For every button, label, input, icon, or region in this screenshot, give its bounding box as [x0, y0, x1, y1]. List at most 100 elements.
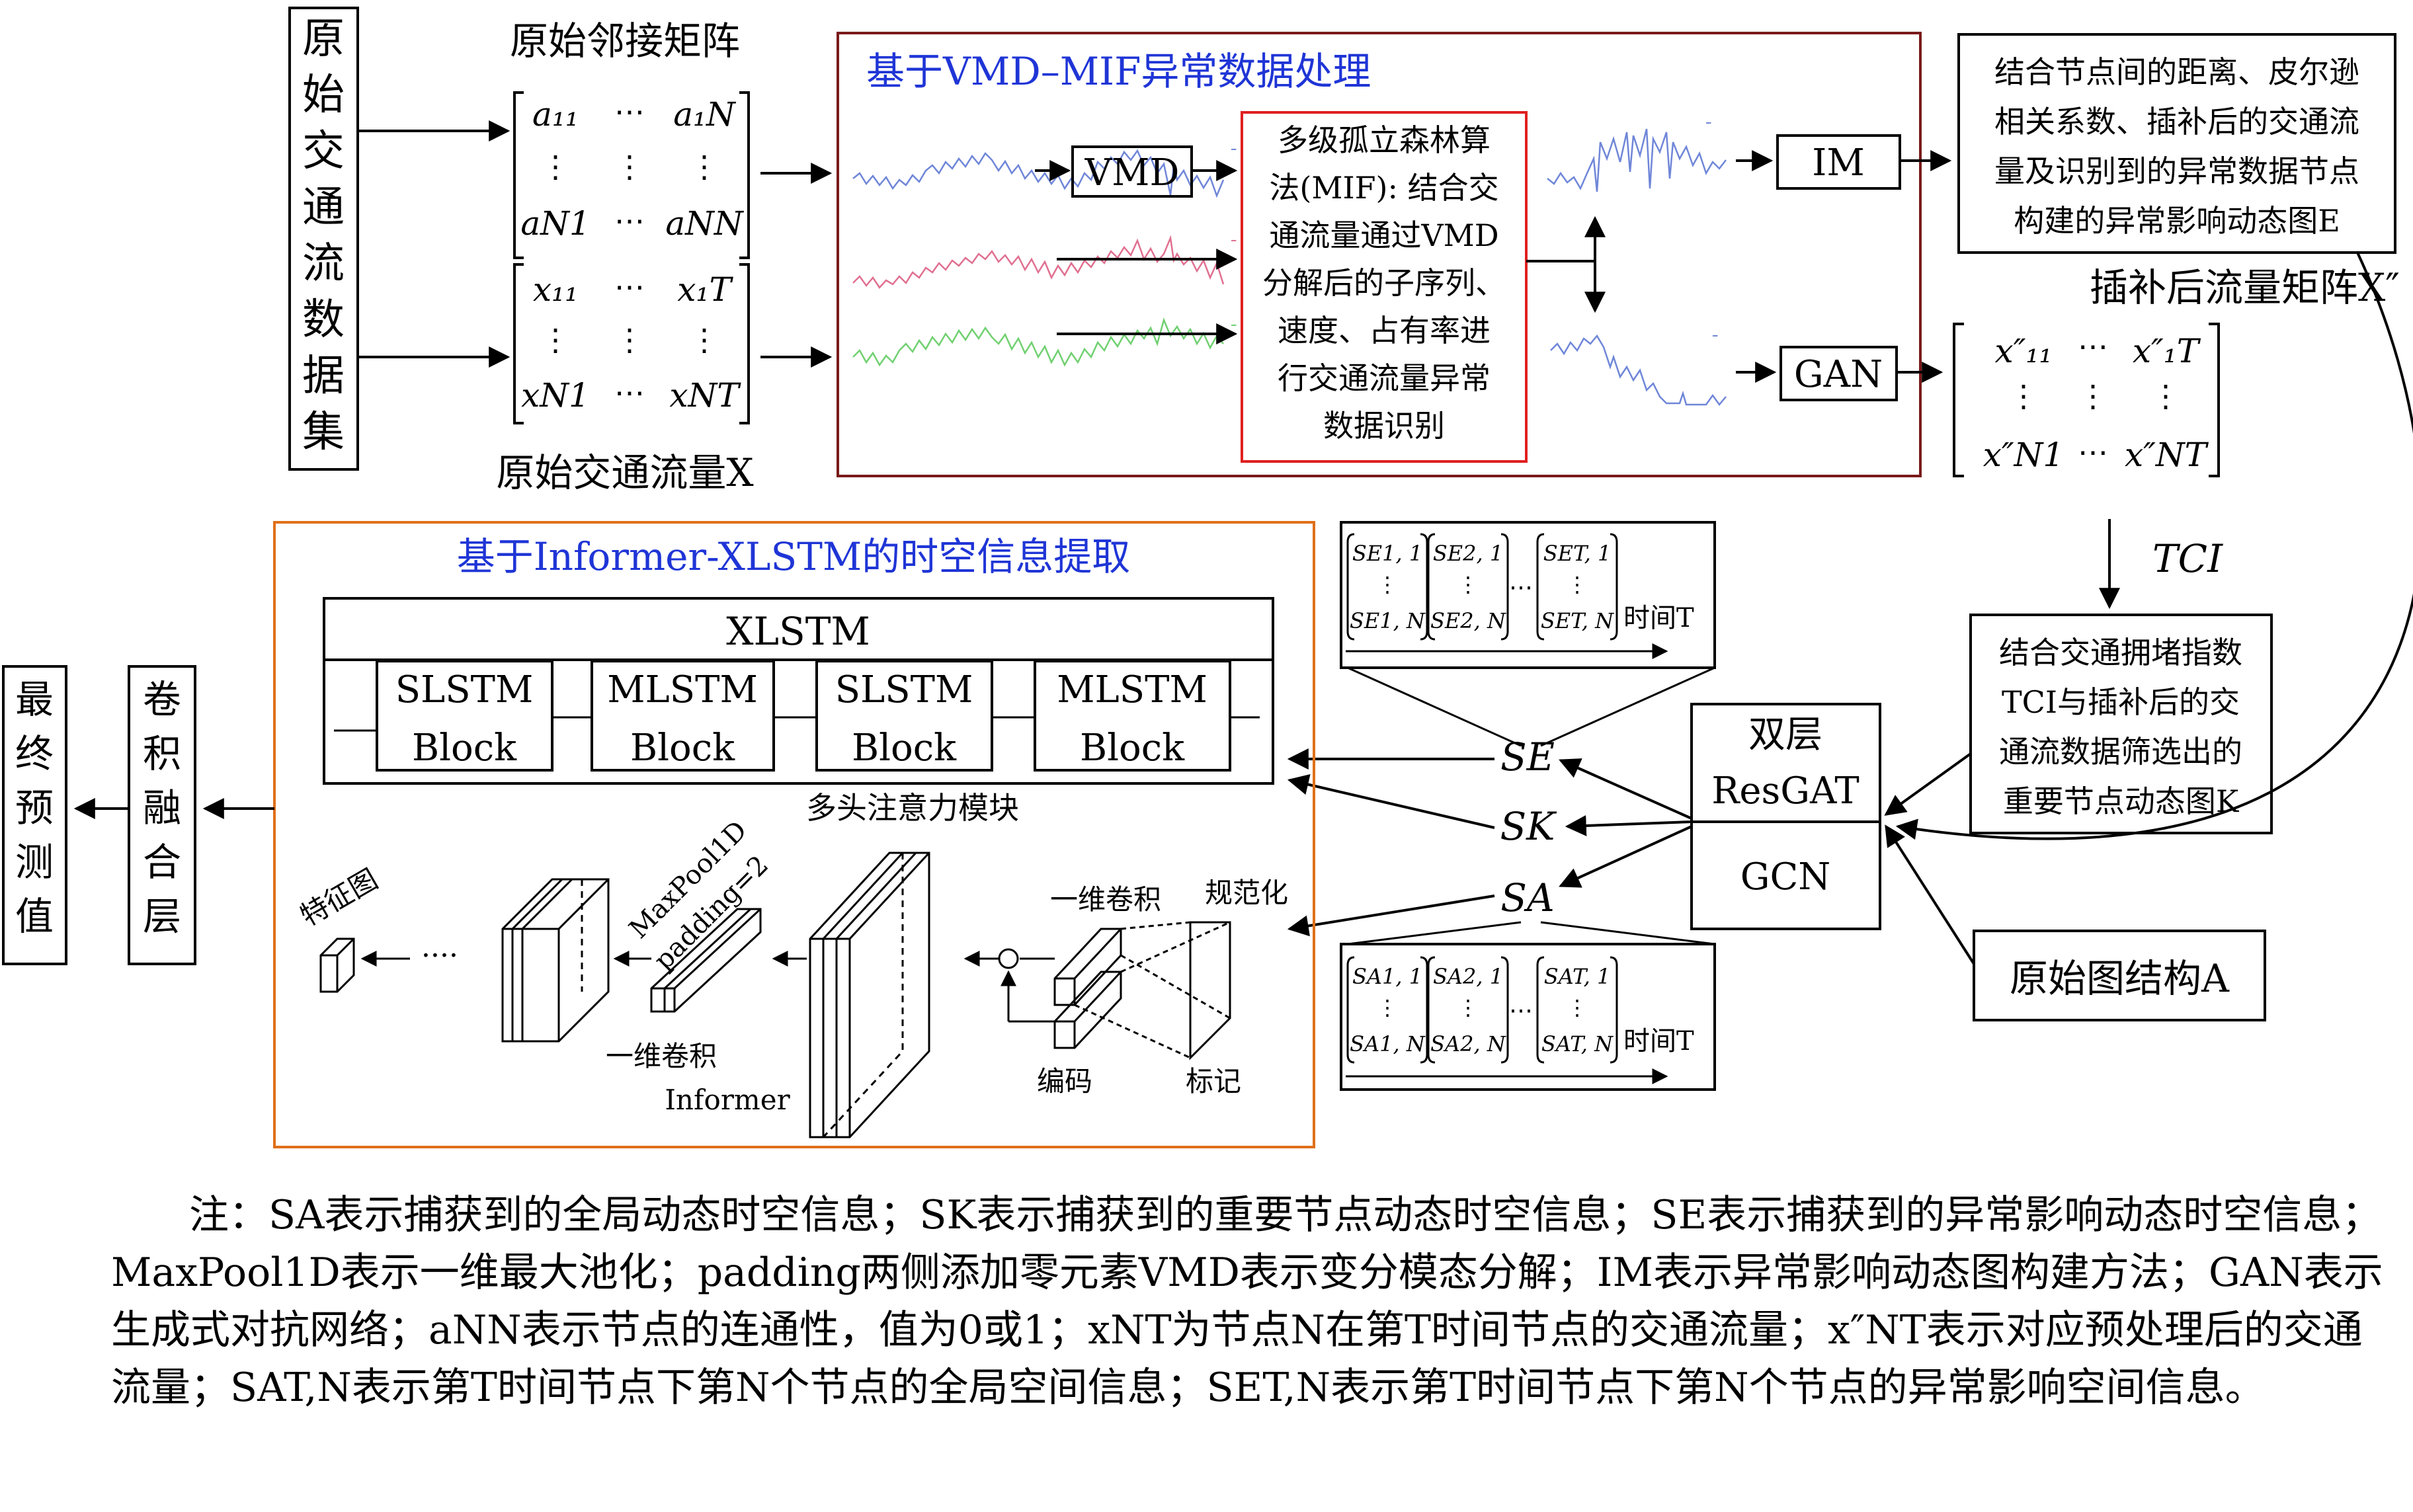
se-cell: SE1, N — [1350, 608, 1426, 633]
matrix-bracket-left — [513, 263, 524, 424]
resgat-gcn-box — [1690, 703, 1881, 930]
sum-node — [998, 948, 1019, 969]
se-col: SE2, 1 ⋮ SE2, N — [1427, 533, 1509, 641]
dataset-char: 数 — [302, 296, 345, 344]
im-desc-line: 构建的异常影响动态图E — [2014, 203, 2340, 239]
original-graph-label: 原始图结构A — [2010, 956, 2230, 1001]
matrix-bracket-right — [739, 91, 750, 259]
sa-panel — [1340, 943, 1716, 1091]
se-cell: SE1, 1 — [1352, 541, 1422, 566]
matrix-cell: ⋮ — [614, 149, 645, 184]
vmd-mif-title: 基于VMD–MIF异常数据处理 — [866, 49, 1371, 94]
se-dots: ⋯ — [1509, 574, 1533, 601]
feature-stack — [501, 878, 610, 1043]
tci-description-box — [1969, 614, 2273, 834]
dataset-char: 流 — [302, 239, 345, 288]
arrow — [1565, 815, 1692, 836]
mlstm-block — [591, 660, 775, 772]
dataset-char: 始 — [302, 71, 345, 120]
conv-fusion-box — [128, 665, 196, 965]
matrix-cell: aN1 — [520, 204, 590, 243]
pred-char: 终 — [15, 731, 54, 776]
matrix-cell: x″N1 — [1983, 436, 2064, 474]
informer-xlstm-section — [273, 521, 1315, 1148]
matrix-cell: ⋯ — [2078, 434, 2108, 470]
se-time-label: 时间T — [1623, 603, 1694, 633]
sa-time-label: 时间T — [1623, 1026, 1694, 1056]
im-label: IM — [1812, 141, 1864, 184]
mif-line: 分解后的子序列、 — [1262, 265, 1506, 301]
matrix-bracket-right — [2209, 323, 2220, 477]
sa-cell: SA2, N — [1430, 1031, 1506, 1056]
matrix-cell: x₁T — [677, 270, 733, 309]
mark-label: 标记 — [1186, 1065, 1241, 1097]
matrix-cell: ⋮ — [540, 149, 571, 184]
mif-line: 多级孤立森林算 — [1278, 122, 1491, 158]
fusion-char: 层 — [143, 894, 181, 939]
mlstm-block — [1034, 660, 1231, 772]
connector — [1347, 921, 1522, 945]
vmd-mif-section — [837, 32, 1922, 477]
matrix-cell: x″NT — [2125, 436, 2209, 474]
mif-line: 数据识别 — [1323, 408, 1445, 444]
resgat-line: ResGAT — [1711, 770, 1860, 813]
arrow — [1287, 774, 1495, 829]
flow-title: 原始交通流量X — [496, 450, 754, 495]
series-blue — [852, 149, 1225, 198]
sa-col: SAT, 1 ⋮ SAT, N — [1536, 956, 1618, 1064]
gan-label: GAN — [1794, 353, 1883, 396]
dataset-char: 据 — [302, 352, 345, 401]
conv2-label: 一维卷积 — [606, 1040, 717, 1072]
series-imputed — [1550, 334, 1727, 407]
series-legend-mark: ━ — [1705, 118, 1711, 128]
gcn-label: GCN — [1740, 855, 1831, 898]
informer-title: 基于Informer-XLSTM的时空信息提取 — [457, 534, 1131, 579]
matrix-bracket-left — [513, 91, 524, 259]
maxpool-cuboid — [650, 908, 762, 1013]
final-prediction-box — [2, 665, 67, 965]
dataset-char: 原 — [302, 15, 345, 63]
matrix-cell: ⋮ — [614, 322, 645, 358]
pred-char: 值 — [15, 894, 54, 939]
matrix-cell: ⋯ — [614, 94, 645, 130]
mif-line: 通流量通过VMD — [1269, 218, 1498, 253]
sa-cell: SA1, 1 — [1352, 964, 1422, 989]
dataset-char: 通 — [302, 183, 345, 232]
matrix-cell: ⋯ — [614, 203, 645, 239]
im-description-box — [1957, 33, 2396, 254]
feature-label: 特征图 — [295, 863, 384, 932]
sa-label: SA — [1500, 875, 1555, 920]
vdots: ⋮ — [1457, 995, 1479, 1020]
matrix-cell: x″₁₁ — [1995, 332, 2053, 370]
matrix-cell: ⋯ — [2078, 329, 2108, 364]
sa-col: SA1, 1 ⋮ SA1, N — [1346, 956, 1428, 1064]
mif-box — [1241, 111, 1528, 463]
im-desc-line: 量及识别到的异常数据节点 — [1994, 153, 2359, 189]
vmd-label: VMD — [1084, 151, 1180, 194]
im-desc-line: 结合节点间的距离、皮尔逊 — [1994, 54, 2359, 90]
vdots: ⋮ — [1457, 572, 1479, 597]
dataset-char: 集 — [302, 408, 345, 457]
norm-label: 规范化 — [1205, 877, 1288, 909]
se-cell: SET, N — [1541, 608, 1614, 633]
block-line: Block — [412, 727, 517, 770]
pred-char: 预 — [15, 785, 54, 830]
series-green — [852, 317, 1224, 367]
resgat-line: 双层 — [1748, 713, 1822, 756]
series-anomaly-detected — [1547, 128, 1727, 192]
matrix-cell: ⋮ — [2008, 378, 2039, 414]
figure-note: 注：SA表示捕获到的全局动态时空信息；SK表示捕获到的重要节点动态时空信息；SE… — [111, 1192, 2383, 1411]
arrow — [1884, 752, 1972, 816]
vdots: ⋮ — [1377, 572, 1398, 597]
sa-cell: SAT, 1 — [1544, 964, 1611, 989]
connector — [1347, 666, 1522, 747]
block-line: Block — [1080, 727, 1185, 770]
matrix-cell: x₁₁ — [533, 270, 578, 309]
se-col: SE1, 1 ⋮ SE1, N — [1346, 533, 1428, 641]
slstm-block — [376, 660, 553, 772]
sa-dots: ⋯ — [1509, 997, 1533, 1024]
mif-line: 行交通流量异常 — [1278, 360, 1491, 396]
matrix-cell: ⋮ — [689, 322, 719, 358]
fusion-char: 积 — [143, 731, 181, 776]
